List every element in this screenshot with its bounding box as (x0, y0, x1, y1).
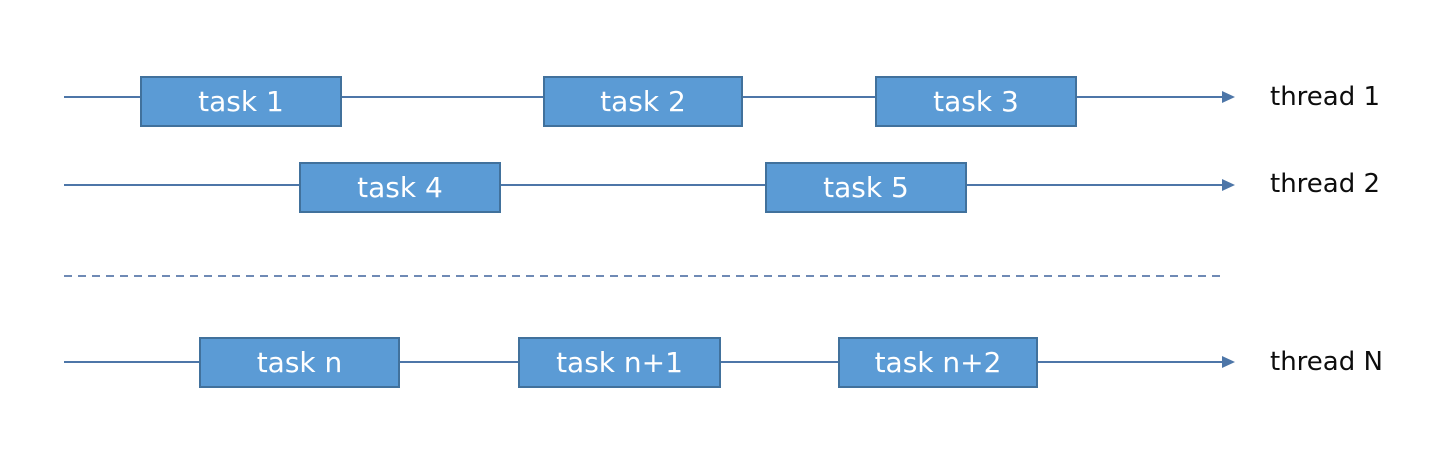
task-box: task n+2 (838, 337, 1038, 388)
task-box: task n+1 (518, 337, 721, 388)
task-box: task 2 (543, 76, 743, 127)
task-label: task 5 (823, 170, 909, 204)
task-label: task 2 (600, 84, 686, 118)
dashed-separator (64, 275, 1222, 277)
task-label: task 1 (198, 84, 284, 118)
task-label: task 3 (933, 84, 1019, 118)
task-label: task n+1 (556, 345, 683, 379)
task-box: task 1 (140, 76, 342, 127)
task-label: task n+2 (874, 345, 1002, 379)
arrow-right-icon (1222, 356, 1235, 368)
task-box: task 5 (765, 162, 967, 213)
arrow-right-icon (1222, 91, 1235, 103)
task-box: task 3 (875, 76, 1077, 127)
thread-label: thread 2 (1270, 169, 1381, 199)
task-label: task n (256, 345, 343, 379)
task-label: task 4 (357, 170, 443, 204)
task-box: task n (199, 337, 400, 388)
thread-label: thread N (1270, 347, 1383, 377)
arrow-right-icon (1222, 179, 1235, 191)
task-box: task 4 (299, 162, 501, 213)
timeline-line (64, 184, 1222, 186)
thread-label: thread 1 (1270, 82, 1381, 112)
